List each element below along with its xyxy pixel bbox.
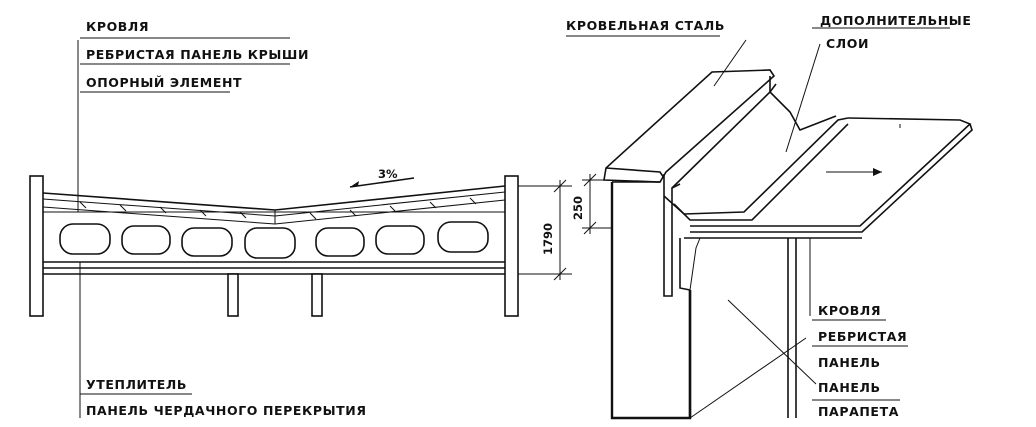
right-detail-drawing: 250 (566, 27, 973, 420)
label-roofing-steel: КРОВЕЛЬНАЯ СТАЛЬ (566, 18, 725, 33)
leader-parapet (727, 299, 817, 385)
dim-250-tick-2 (583, 221, 597, 235)
slope-label: 3% (378, 167, 398, 181)
right-post (504, 175, 519, 317)
label-panel: ПАНЕЛЬ (818, 355, 881, 370)
flow-arrowhead (873, 168, 882, 176)
label-support-element: ОПОРНЫЙ ЭЛЕМЕНТ (86, 75, 242, 90)
label-attic-panel: ПАНЕЛЬ ЧЕРДАЧНОГО ПЕРЕКРЫТИЯ (86, 403, 367, 418)
left-post (29, 175, 44, 317)
steel-apron-top (671, 83, 777, 189)
void-4 (244, 227, 296, 259)
leader-panel (689, 337, 807, 419)
left-section-drawing: 3% 1790 (29, 37, 572, 418)
dim-250-tick-1 (583, 173, 597, 187)
label-ribbed: РЕБРИСТАЯ (818, 329, 907, 344)
dimension-250: 250 (571, 196, 585, 220)
additional-layer-1 (663, 117, 849, 215)
label-layers: СЛОИ (826, 36, 869, 51)
label-ribbed-panel: РЕБРИСТАЯ ПАНЕЛЬ КРЫШИ (86, 47, 309, 62)
additional-layer-2 (673, 123, 849, 221)
parapet-wall (610, 182, 692, 420)
label-insulation: УТЕПЛИТЕЛЬ (86, 377, 187, 392)
ribbed-panel-end (679, 238, 691, 291)
panel-voids (59, 221, 489, 259)
leader-steel (713, 39, 747, 87)
void-1 (59, 223, 111, 255)
roof-slab-edge (690, 123, 973, 233)
support-leg-1 (227, 273, 239, 317)
support-leg-2 (311, 273, 323, 317)
label-panel-2: ПАНЕЛЬ (818, 380, 881, 395)
steel-step (769, 76, 837, 131)
dim-tick-1 (553, 179, 567, 193)
void-3 (181, 227, 233, 257)
void-2 (121, 225, 171, 255)
steel-apron (663, 174, 681, 297)
void-5 (315, 227, 365, 257)
dimension-1790: 1790 (541, 223, 555, 255)
roof-covering-line (42, 185, 506, 211)
void-6 (375, 225, 425, 255)
slope-arrow (349, 177, 415, 188)
label-roof: КРОВЛЯ (86, 19, 149, 34)
dim-tick-2 (553, 267, 567, 281)
roofing-steel-cap (603, 69, 776, 183)
leader-layers (785, 43, 821, 153)
ribbed-panel-rib (689, 237, 701, 291)
roof-ribs (79, 197, 477, 220)
label-additional: ДОПОЛНИТЕЛЬНЫЕ (820, 13, 971, 28)
steel-cap-front (605, 167, 665, 179)
slope-arrowhead (350, 181, 359, 187)
label-parapet: ПАРАПЕТА (818, 404, 899, 419)
void-7 (437, 221, 489, 253)
label-roof-right: КРОВЛЯ (818, 303, 881, 318)
